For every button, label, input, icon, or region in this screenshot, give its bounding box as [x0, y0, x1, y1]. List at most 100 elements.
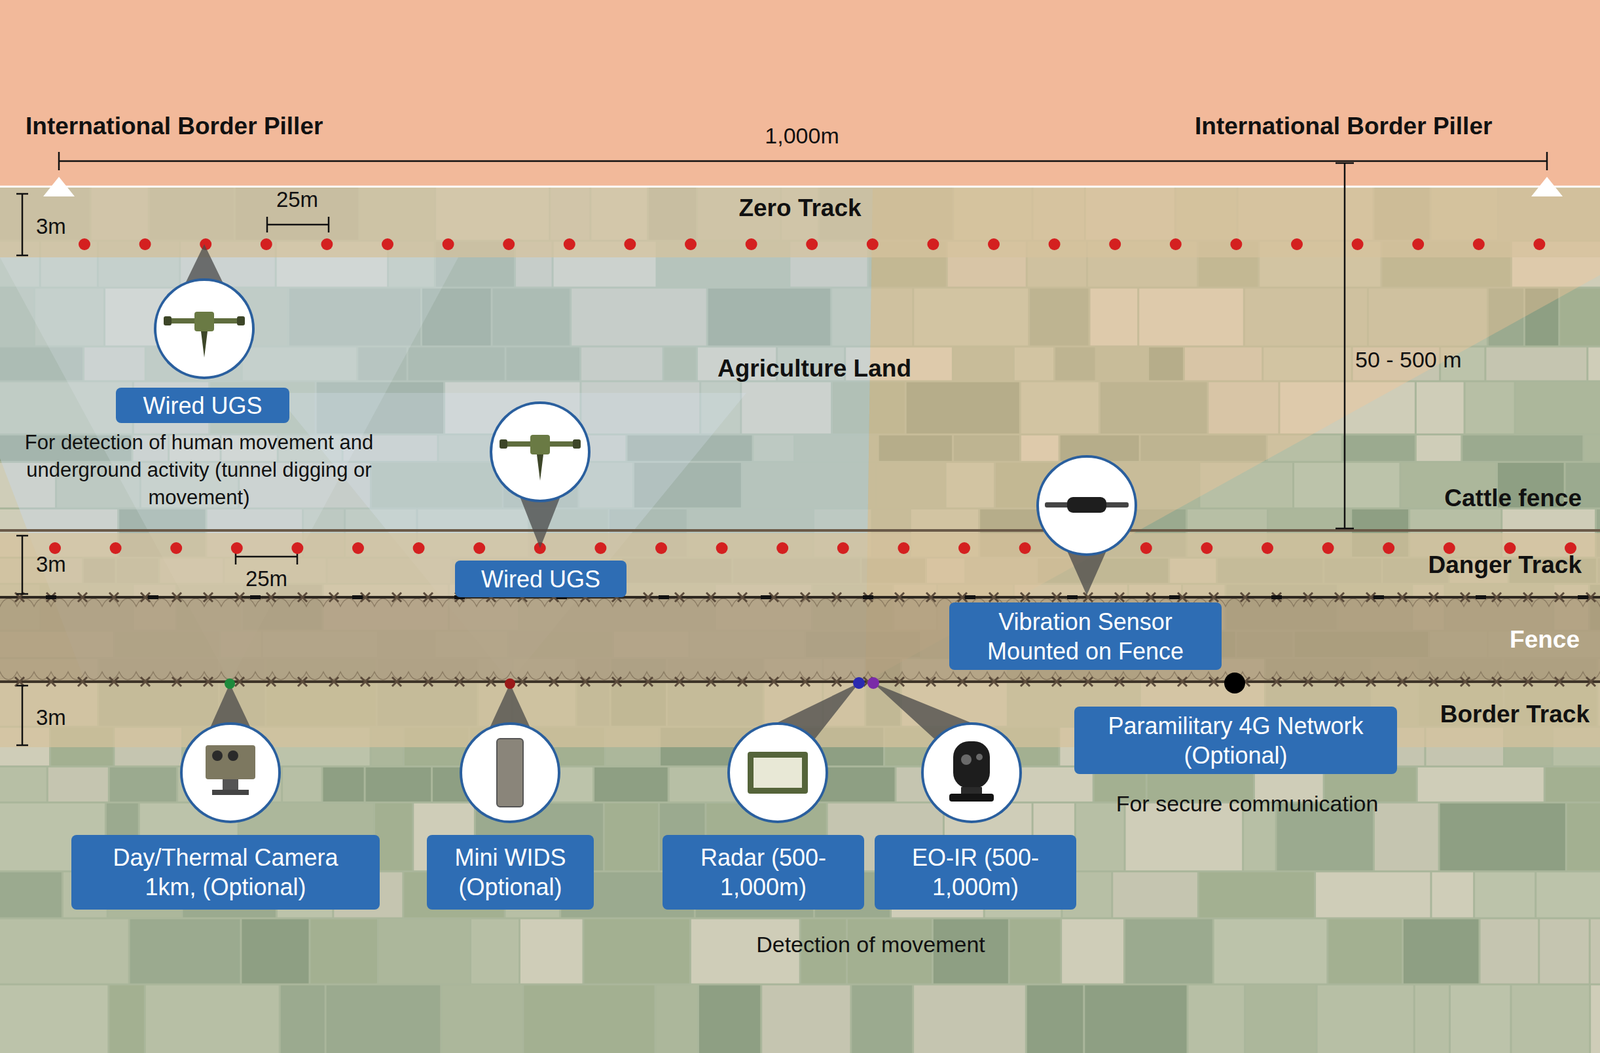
ugs-dot	[442, 238, 455, 251]
annotation-label: 3m	[36, 214, 67, 239]
fence-post	[45, 595, 57, 600]
field-patch	[896, 767, 954, 802]
field-patch	[492, 288, 571, 346]
ugs-dot	[413, 542, 425, 554]
ugs-body	[530, 434, 550, 455]
wire-mark	[863, 676, 873, 687]
dimension-line	[21, 193, 24, 256]
wire-mark	[423, 676, 433, 687]
ugs-dot	[1200, 542, 1213, 554]
wire-mark	[1397, 592, 1407, 602]
field-patch	[520, 919, 583, 984]
field-patch	[805, 631, 920, 658]
field-patch	[408, 347, 505, 381]
field-patch	[241, 919, 309, 984]
fence-line	[0, 595, 1600, 599]
dimension-tick	[266, 216, 269, 233]
field-patch	[1084, 985, 1187, 1053]
wire-mark	[674, 592, 685, 602]
wire-mark	[989, 676, 999, 687]
dimension-line	[21, 685, 24, 746]
field-patch	[445, 382, 580, 434]
field-patch	[1465, 382, 1515, 434]
wire-mark	[15, 592, 25, 602]
field-patch	[1184, 347, 1262, 381]
fence-post	[658, 595, 670, 600]
wire-mark	[1146, 592, 1156, 602]
border-line	[0, 185, 1600, 188]
wire-mark	[1020, 592, 1030, 602]
ugs-dot	[320, 238, 333, 251]
wire-mark	[1052, 676, 1062, 687]
wire-mark	[1303, 676, 1313, 687]
wire-mark	[674, 676, 685, 687]
wire-mark	[203, 676, 213, 687]
field-patch	[322, 767, 364, 802]
field-patch	[1208, 382, 1278, 434]
wire-mark	[46, 592, 56, 602]
cattle-fence-line	[0, 528, 1600, 532]
field-patch	[84, 347, 145, 381]
field-patch	[953, 347, 1013, 381]
fence-post	[1067, 595, 1078, 600]
wire-mark	[1114, 592, 1125, 602]
field-patch	[946, 462, 994, 508]
dimensions	[16, 151, 1547, 746]
wire-mark	[1177, 676, 1187, 687]
dimension-tick	[235, 548, 237, 565]
band-label: Zero Track	[738, 194, 861, 222]
field-patch	[371, 462, 502, 508]
field-patch	[754, 435, 795, 461]
dimension-tick	[16, 534, 29, 537]
band-label: Danger Track	[1428, 551, 1582, 579]
ugs-dot	[1019, 542, 1032, 554]
wire-mark	[486, 592, 496, 602]
field-patch	[1027, 985, 1084, 1053]
camera-mount	[222, 779, 239, 790]
field-patch	[913, 288, 1028, 346]
callout-circle	[490, 402, 590, 501]
field-patch	[690, 631, 804, 658]
field-patch	[115, 631, 220, 658]
field-patch	[509, 631, 613, 658]
camera-lens	[212, 750, 223, 761]
ugs-dot	[1109, 238, 1121, 251]
field-patch	[0, 872, 62, 918]
wire-mark	[77, 676, 88, 687]
field-patch	[326, 985, 441, 1053]
fence-post	[964, 595, 976, 600]
field-patch	[1090, 288, 1138, 346]
field-patch	[1415, 985, 1449, 1053]
ugs-dot	[1533, 238, 1546, 251]
ugs-cap	[572, 439, 581, 449]
eoir-neck	[961, 786, 982, 795]
wire-mark	[235, 592, 245, 602]
eoir-base	[949, 793, 994, 802]
border-pillar	[43, 176, 75, 197]
wire-mark	[737, 676, 747, 687]
field-patch	[145, 985, 279, 1053]
label-box: Wired UGS	[115, 387, 290, 423]
field-patch	[604, 803, 658, 871]
ugs-dot	[352, 542, 364, 554]
field-patch	[1188, 985, 1245, 1053]
field-patch	[1263, 347, 1351, 381]
field-patch	[1214, 919, 1328, 984]
field-patch	[1560, 288, 1600, 346]
field-patch	[795, 435, 878, 461]
field-patch	[1516, 382, 1600, 434]
camera-lens	[227, 750, 239, 761]
callout-pointer	[181, 244, 228, 292]
wire-mark	[392, 676, 402, 687]
ugs-dot	[1351, 238, 1364, 251]
wire-mark	[1240, 592, 1250, 602]
field-patch	[832, 288, 912, 346]
wire-mark	[957, 592, 967, 602]
ugs-dot	[1443, 542, 1456, 554]
ugs-dot	[1048, 238, 1061, 251]
wire-mark	[109, 592, 119, 602]
wire-mark	[360, 676, 370, 687]
ugs-dot	[231, 542, 243, 554]
field-patch	[441, 985, 522, 1053]
box-label: Wired UGS	[481, 564, 601, 594]
